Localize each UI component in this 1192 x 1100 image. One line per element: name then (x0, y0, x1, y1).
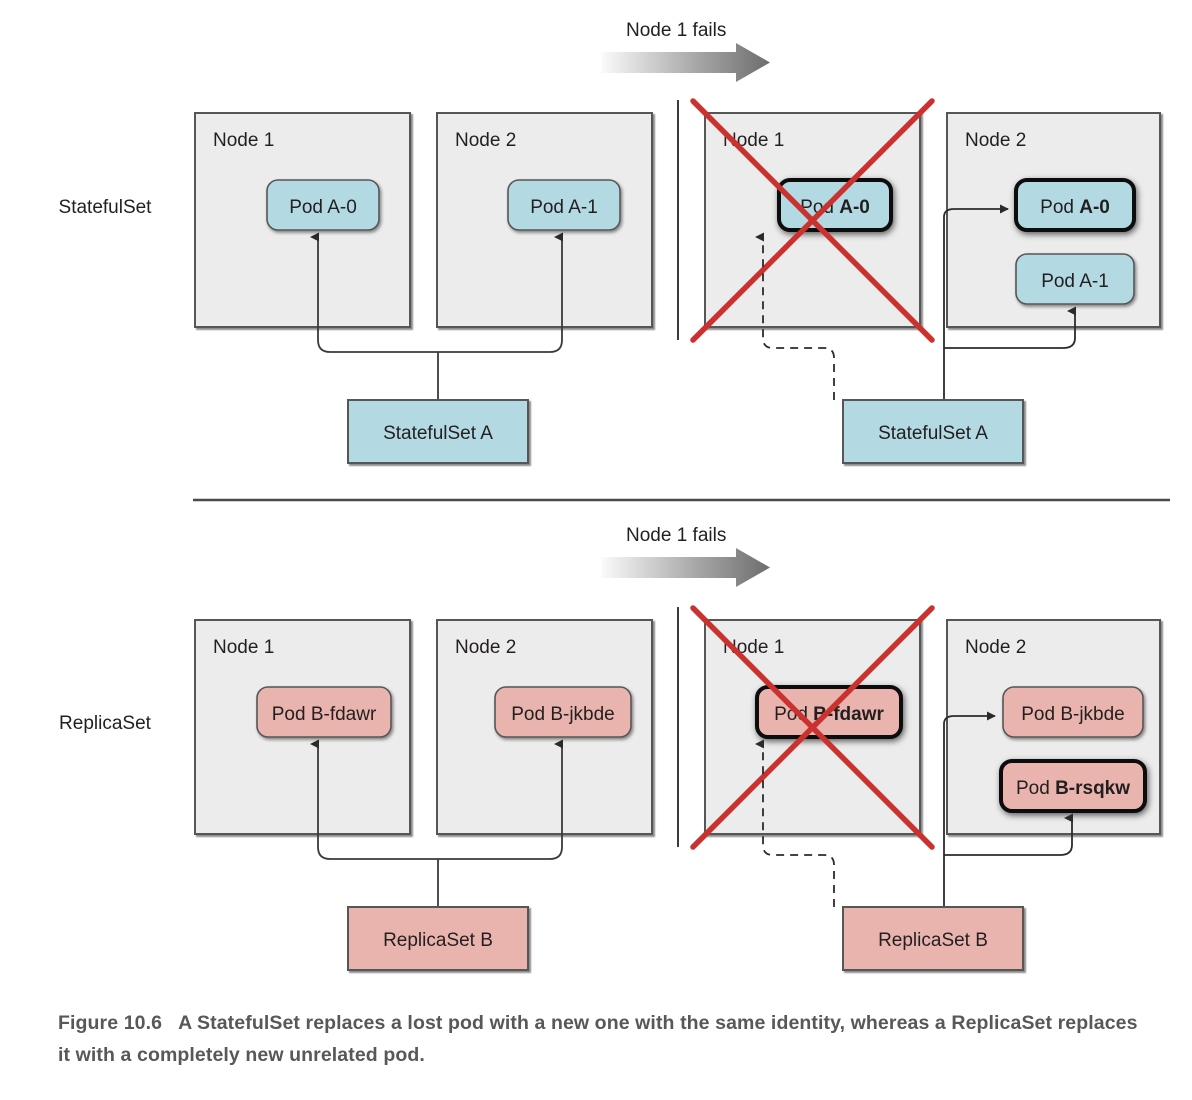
pod-after-existing-statefulset: Pod A-1 (1015, 253, 1135, 305)
pod-link-before-1-replicaset (310, 739, 331, 860)
node-failure-x-replicaset (690, 605, 935, 850)
node-title: Node 1 (213, 637, 274, 658)
pod-label: Pod A-1 (1041, 271, 1109, 292)
controller-label: StatefulSet A (383, 423, 493, 444)
row-label-statefulset: StatefulSet (59, 197, 153, 218)
controller-box-replicaset-after: ReplicaSet B (842, 906, 1024, 971)
node-title: Node 1 (213, 130, 274, 151)
node-failure-x-statefulset (690, 98, 935, 343)
pod-before-1-statefulset: Pod A-0 (266, 179, 380, 231)
pod-before-2-replicaset: Pod B-jkbde (494, 686, 632, 738)
node-title: Node 2 (455, 637, 516, 658)
pod-before-1-replicaset: Pod B-fdawr (256, 686, 392, 738)
fail-arrow-replicaset (601, 548, 770, 587)
existing-pod-link-replicaset (943, 711, 996, 907)
controller-box-statefulset-after: StatefulSet A (842, 399, 1024, 464)
pod-label: Pod A-0 (1040, 197, 1110, 218)
row-label-replicaset: ReplicaSet (59, 713, 152, 734)
node-title: Node 2 (965, 130, 1026, 151)
node-title: Node 2 (455, 130, 516, 151)
lost-pod-link-replicaset (755, 739, 835, 907)
controller-label: ReplicaSet B (878, 930, 988, 951)
pod-after-existing-replicaset: Pod B-jkbde (1002, 686, 1144, 738)
pod-label: Pod A-1 (530, 197, 598, 218)
transition-label-statefulset: Node 1 fails (626, 20, 726, 41)
new-pod-link-statefulset (943, 204, 1009, 400)
figure-caption-text: A StatefulSet replaces a lost pod with a… (58, 1012, 1138, 1066)
existing-pod-link-statefulset (944, 306, 1076, 349)
controller-label: StatefulSet A (878, 423, 988, 444)
pod-label: Pod B-jkbde (511, 704, 615, 725)
pod-label: Pod A-0 (289, 197, 357, 218)
pod-link-before-1-statefulset (310, 232, 331, 353)
controller-box-statefulset-before: StatefulSet A (347, 399, 529, 464)
pod-link-before-2-statefulset (549, 232, 563, 353)
pod-link-before-2-replicaset (549, 739, 563, 860)
controller-label: ReplicaSet B (383, 930, 493, 951)
fail-arrow-statefulset (601, 43, 770, 82)
pod-label: Pod B-rsqkw (1016, 778, 1130, 799)
pod-after-new-statefulset: Pod A-0 (1014, 178, 1136, 232)
node-title: Node 2 (965, 637, 1026, 658)
controller-box-replicaset-before: ReplicaSet B (347, 906, 529, 971)
new-pod-link-replicaset (944, 813, 1073, 856)
pod-label: Pod B-fdawr (272, 704, 377, 725)
pod-label: Pod B-jkbde (1021, 704, 1125, 725)
transition-label-replicaset: Node 1 fails (626, 525, 726, 546)
pod-after-new-replicaset: Pod B-rsqkw (999, 759, 1147, 813)
lost-pod-link-statefulset (755, 232, 835, 400)
pod-before-2-statefulset: Pod A-1 (507, 179, 621, 231)
figure-number: Figure 10.6 (58, 1012, 163, 1034)
